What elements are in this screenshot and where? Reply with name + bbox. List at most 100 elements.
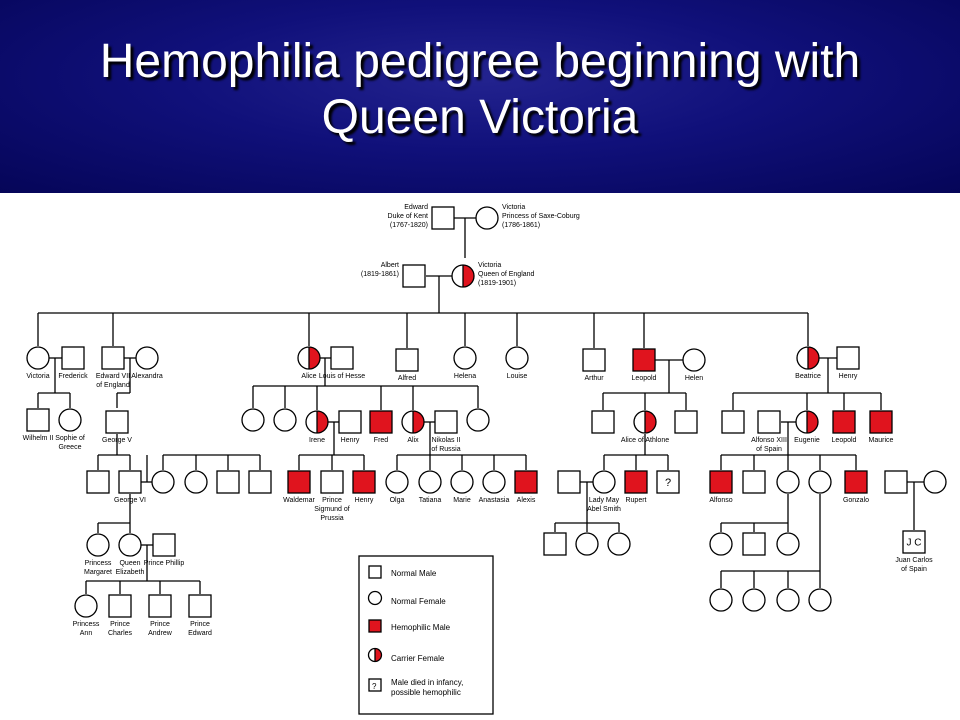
person-maurice: [869, 410, 893, 434]
female-symbol: [808, 470, 832, 494]
label-edward-title: Duke of Kent: [388, 213, 429, 220]
person-unnamed-male-56: [742, 470, 766, 494]
person-rupert: [624, 470, 648, 494]
person-sophie: [58, 408, 82, 432]
hemophilic-male-symbol: [832, 410, 856, 434]
label-victoria-saxe-title: Princess of Saxe-Coburg: [502, 213, 580, 220]
title-banner: Hemophilia pedigree beginning with Queen…: [0, 0, 960, 193]
slide-title: Hemophilia pedigree beginning with Queen…: [0, 34, 960, 146]
carrier-half-fill: [645, 411, 656, 433]
label-princess-margaret-name: Princess: [85, 560, 112, 567]
label-alice-name: Alice: [301, 373, 316, 380]
person-unnamed-female-71: [776, 532, 800, 556]
male-symbol: [330, 346, 354, 370]
label-louis-name: Louis of Hesse: [319, 373, 365, 380]
person-queen-victoria: [451, 264, 475, 288]
label-prince-sigmund-name: Prince: [322, 497, 342, 504]
male-symbol: [742, 470, 766, 494]
male-symbol: [148, 594, 172, 618]
female-symbol: [505, 346, 529, 370]
male-symbol: [101, 346, 125, 370]
person-juan-carlos: J C: [902, 530, 926, 554]
label-irene-name: Irene: [309, 437, 325, 444]
person-prince-sigmund: [320, 470, 344, 494]
female-symbol: [385, 470, 409, 494]
hemophilic-male-symbol: [632, 348, 656, 372]
person-gonzalo: [844, 470, 868, 494]
label-waldemar-name: Waldemar: [283, 497, 315, 504]
legend-normal-male-icon: [368, 565, 382, 579]
label-marie-name: Marie: [453, 497, 471, 504]
person-olga: [385, 470, 409, 494]
person-lady-may: [592, 470, 616, 494]
female-symbol: [135, 346, 159, 370]
female-symbol: [808, 588, 832, 612]
label-queen-victoria-name: Victoria: [478, 262, 501, 269]
person-edward: [431, 206, 455, 230]
legend-died-infancy-line-2: possible hemophilic: [391, 688, 461, 697]
person-unknown-male: ?: [656, 470, 680, 494]
label-princess-ann-title: Ann: [80, 630, 93, 637]
label-nikolas-title: of Russia: [431, 446, 460, 453]
label-george5-name: George V: [102, 437, 132, 444]
female-symbol: [742, 588, 766, 612]
label-alix-name: Alix: [407, 437, 419, 444]
person-unnamed-female-57: [776, 470, 800, 494]
label-lady-may-name: Lady May: [589, 497, 620, 504]
label-leopold-name: Leopold: [632, 375, 657, 382]
female-symbol: [776, 470, 800, 494]
label-victoria-princess-name: Victoria: [26, 373, 49, 380]
male-symbol: [105, 410, 129, 434]
label-juan-carlos-name: Juan Carlos: [895, 557, 933, 564]
person-leopold2: [832, 410, 856, 434]
male-symbol: [656, 470, 680, 494]
carrier-half-fill: [309, 347, 320, 369]
person-helena: [453, 346, 477, 370]
male-symbol: [402, 264, 426, 288]
person-prince-edward: [188, 594, 212, 618]
hemophilic-male-symbol: [287, 470, 311, 494]
person-unnamed-male-51: [557, 470, 581, 494]
label-frederick-name: Frederick: [58, 373, 88, 380]
female-symbol: [682, 348, 706, 372]
person-unnamed-female-77: [742, 588, 766, 612]
label-queen-victoria-dates: (1819-1901): [478, 280, 516, 287]
male-symbol: [902, 530, 926, 554]
male-symbol: [674, 410, 698, 434]
person-alfonso13: [757, 410, 781, 434]
person-princess-margaret: [86, 533, 110, 557]
female-symbol: [118, 533, 142, 557]
person-albert: [402, 264, 426, 288]
person-unnamed-male-37: [86, 470, 110, 494]
slide-title-line-1: Hemophilia pedigree beginning with: [99, 35, 861, 88]
label-queen-elizabeth-title: Elizabeth: [116, 569, 145, 576]
male-symbol: [395, 348, 419, 372]
label-edward-dates: (1767-1820): [390, 222, 428, 229]
label-prince-sigmund-extra: Prussia: [320, 515, 343, 522]
label-prince-charles-name: Prince: [110, 621, 130, 628]
hemophilic-male-symbol: [844, 470, 868, 494]
person-victoria-princess: [26, 346, 50, 370]
hemophilic-male-symbol: [709, 470, 733, 494]
label-prince-sigmund-title: Sigmund of: [314, 506, 349, 513]
person-unnamed-female-67: [575, 532, 599, 556]
label-arthur-name: Arthur: [584, 375, 604, 382]
person-wilhelm: [26, 408, 50, 432]
hemophilic-male-symbol: [624, 470, 648, 494]
label-queen-elizabeth-name: Queen: [119, 560, 140, 567]
person-alexis: [514, 470, 538, 494]
hemophilic-male-symbol: [514, 470, 538, 494]
label-sophie-name: Sophie of: [55, 435, 85, 442]
carrier-half-fill: [807, 411, 818, 433]
person-edward7: [101, 346, 125, 370]
person-leopold: [632, 348, 656, 372]
legend-hemophilic-male-icon: [368, 619, 382, 633]
label-tatiana-name: Tatiana: [419, 497, 442, 504]
male-symbol: [118, 470, 142, 494]
label-prince-edward-name: Prince: [190, 621, 210, 628]
person-unnamed-female-79: [808, 588, 832, 612]
male-symbol: [757, 410, 781, 434]
legend-normal-female-icon: [367, 590, 383, 606]
